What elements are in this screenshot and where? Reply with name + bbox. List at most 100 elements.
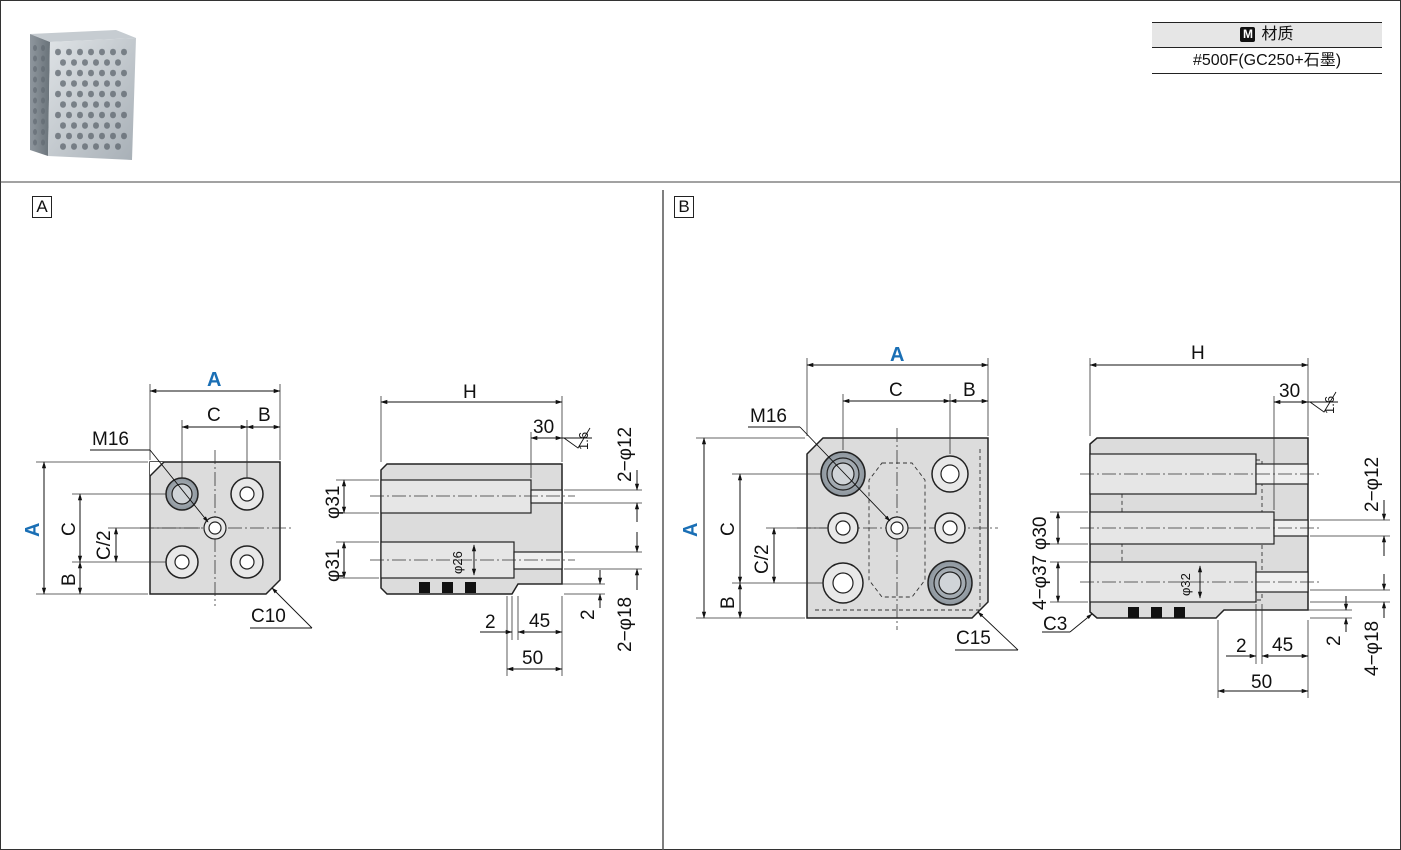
- b-dim-B-vertical: B: [718, 596, 739, 609]
- a-thread-label: M16: [92, 429, 129, 450]
- photo-hole-dot: [66, 48, 72, 56]
- a-dim-2-phi12: 2−φ12: [615, 427, 636, 482]
- photo-hole-dot: [60, 143, 66, 150]
- b-dim-2-vertical: 2: [1324, 635, 1345, 646]
- photo-side-dot: [41, 139, 45, 146]
- b-dim-C3: C3: [1043, 614, 1067, 635]
- photo-hole-dot: [99, 48, 105, 56]
- photo-side-dot: [41, 55, 45, 62]
- photo-hole-dot: [71, 122, 77, 129]
- b-thread-label: M16: [750, 406, 787, 427]
- photo-hole-dot: [55, 90, 61, 98]
- b-dim-B: B: [963, 380, 976, 401]
- a-dim-phi31-lower: φ31: [323, 549, 344, 582]
- photo-side-dot: [33, 45, 37, 51]
- b-dim-A: A: [890, 344, 904, 366]
- photo-side-dot: [33, 129, 37, 135]
- photo-hole-dot: [110, 132, 116, 140]
- photo-hole-dot: [66, 69, 72, 77]
- photo-hole-dot: [121, 69, 127, 77]
- photo-hole-dot: [104, 143, 110, 150]
- photo-hole-dot: [88, 111, 94, 119]
- photo-side-dot: [41, 108, 45, 114]
- material-header-label: 材质: [1261, 26, 1294, 43]
- photo-hole-dot: [110, 111, 116, 119]
- panel-b-side-view: [1042, 358, 1390, 698]
- b-dim-50: 50: [1251, 672, 1272, 693]
- photo-hole-dot: [77, 132, 83, 140]
- photo-hole-dot: [93, 80, 99, 87]
- panel-a-front-view: [36, 384, 313, 629]
- photo-side-dot: [41, 45, 45, 51]
- b-dim-2-phi12: 2−φ12: [1362, 457, 1383, 512]
- a-dim-B: B: [258, 405, 271, 426]
- a-dim-phi31-upper: φ31: [323, 486, 344, 519]
- a-dim-C: C: [207, 405, 221, 426]
- a-roughness: 1.6: [576, 432, 591, 450]
- photo-hole-dot: [115, 80, 121, 87]
- photo-side-dot: [41, 97, 45, 104]
- material-value: #500F(GC250+石墨): [1192, 52, 1342, 69]
- panel-b-label: B: [674, 196, 694, 218]
- photo-side-dot: [41, 118, 45, 125]
- a-dim-C2-vertical: C/2: [94, 530, 115, 560]
- photo-hole-dot: [110, 69, 116, 77]
- photo-hole-dot: [93, 122, 99, 129]
- photo-hole-dot: [71, 143, 77, 150]
- photo-side-dot: [33, 55, 37, 62]
- photo-hole-dot: [121, 48, 127, 56]
- a-dim-phi26: φ26: [450, 551, 465, 574]
- photo-hole-dot: [115, 101, 121, 108]
- b-dim-C-vertical: C: [718, 522, 739, 536]
- photo-hole-dot: [110, 48, 116, 56]
- a-chamfer-label: C10: [251, 606, 286, 627]
- photo-side-dot: [33, 108, 37, 114]
- photo-hole-dot: [93, 143, 99, 150]
- a-dim-2-vertical: 2: [578, 609, 599, 620]
- photo-hole-dot: [55, 48, 61, 56]
- photo-hole-dot: [77, 48, 83, 56]
- b-dim-2: 2: [1236, 636, 1247, 657]
- photo-hole-dot: [82, 80, 88, 87]
- a-dim-2: 2: [485, 612, 496, 633]
- photo-hole-dot: [82, 59, 88, 66]
- panel-b-front-view: [696, 358, 1019, 651]
- photo-hole-dot: [60, 122, 66, 129]
- photo-hole-dot: [110, 90, 116, 98]
- photo-hole-dot: [115, 143, 121, 150]
- a-dim-A-vertical: A: [22, 523, 44, 537]
- b-dim-4-phi18: 4−φ18: [1362, 621, 1383, 676]
- photo-hole-dot: [55, 132, 61, 140]
- b-chamfer-label: C15: [956, 628, 991, 649]
- photo-hole-dot: [77, 111, 83, 119]
- photo-side-dot: [33, 139, 37, 146]
- photo-hole-dot: [82, 143, 88, 150]
- photo-hole-dot: [121, 90, 127, 98]
- photo-hole-dot: [66, 132, 72, 140]
- a-dim-2-phi18: 2−φ18: [615, 597, 636, 652]
- b-dim-phi30: φ30: [1030, 517, 1051, 550]
- photo-hole-dot: [66, 90, 72, 98]
- photo-side-dot: [41, 87, 45, 93]
- photo-side-dot: [33, 76, 37, 83]
- photo-hole-dot: [88, 132, 94, 140]
- photo-hole-dot: [88, 69, 94, 77]
- photo-side-dot: [33, 97, 37, 104]
- b-dim-4-phi37: 4−φ37: [1030, 555, 1051, 610]
- panel-a-label: A: [32, 196, 52, 218]
- photo-side-dot: [33, 118, 37, 125]
- b-dim-45: 45: [1272, 635, 1293, 656]
- product-photo: [30, 30, 136, 160]
- photo-hole-dot: [71, 80, 77, 87]
- photo-side-dot: [41, 129, 45, 135]
- b-dim-30: 30: [1279, 381, 1300, 402]
- photo-hole-dot: [104, 122, 110, 129]
- photo-hole-dot: [60, 59, 66, 66]
- photo-hole-dot: [88, 48, 94, 56]
- b-dim-A-vertical: A: [680, 523, 702, 537]
- photo-hole-dot: [99, 111, 105, 119]
- photo-side-dot: [41, 66, 45, 72]
- b-dim-H: H: [1191, 343, 1205, 364]
